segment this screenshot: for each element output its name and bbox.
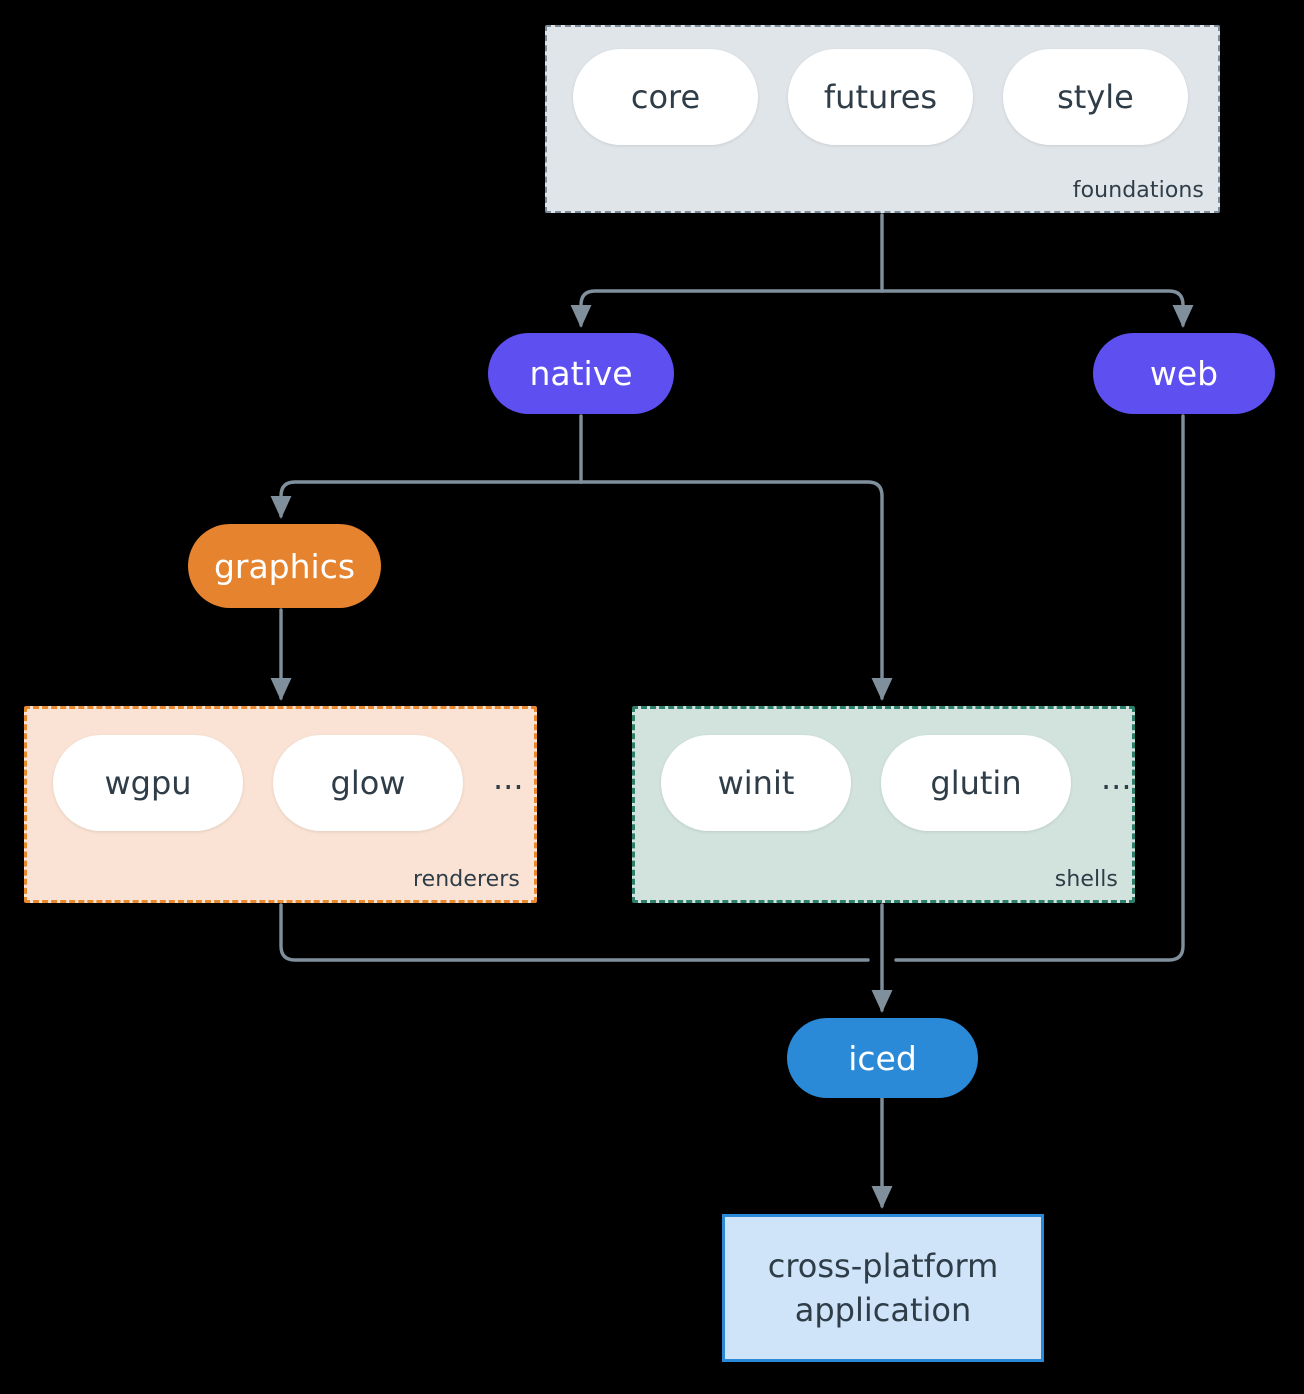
node-cross-platform-application[interactable]: cross-platform application bbox=[722, 1214, 1044, 1362]
node-native[interactable]: native bbox=[488, 333, 674, 414]
shells-items: winit glutin ... bbox=[661, 735, 1132, 831]
leaf-core[interactable]: core bbox=[573, 49, 758, 145]
leaf-style[interactable]: style bbox=[1003, 49, 1188, 145]
edge-foundations-to-native bbox=[570, 289, 884, 328]
node-web[interactable]: web bbox=[1093, 333, 1275, 414]
group-foundations: core futures style foundations bbox=[545, 25, 1220, 213]
application-line-2: application bbox=[794, 1291, 972, 1329]
edge-renderers-to-iced bbox=[279, 903, 870, 962]
group-label-renderers: renderers bbox=[412, 867, 520, 892]
edge-foundations-to-web bbox=[880, 289, 1194, 328]
foundations-items: core futures style bbox=[573, 49, 1188, 145]
group-label-shells: shells bbox=[1054, 867, 1118, 892]
edge-native-to-shells bbox=[579, 480, 893, 701]
shells-ellipsis: ... bbox=[1101, 759, 1132, 797]
renderers-items: wgpu glow ... bbox=[53, 735, 524, 831]
group-label-foundations: foundations bbox=[1072, 178, 1204, 203]
node-iced[interactable]: iced bbox=[787, 1018, 978, 1098]
application-line-1: cross-platform bbox=[767, 1246, 999, 1285]
leaf-futures[interactable]: futures bbox=[788, 49, 973, 145]
renderers-ellipsis: ... bbox=[493, 759, 524, 797]
group-renderers: wgpu glow ... renderers bbox=[24, 706, 537, 903]
leaf-winit[interactable]: winit bbox=[661, 735, 851, 831]
leaf-wgpu[interactable]: wgpu bbox=[53, 735, 243, 831]
leaf-glutin[interactable]: glutin bbox=[881, 735, 1071, 831]
group-shells: winit glutin ... shells bbox=[632, 706, 1135, 903]
node-graphics[interactable]: graphics bbox=[188, 524, 381, 608]
edge-native-to-graphics bbox=[270, 480, 583, 519]
leaf-glow[interactable]: glow bbox=[273, 735, 463, 831]
